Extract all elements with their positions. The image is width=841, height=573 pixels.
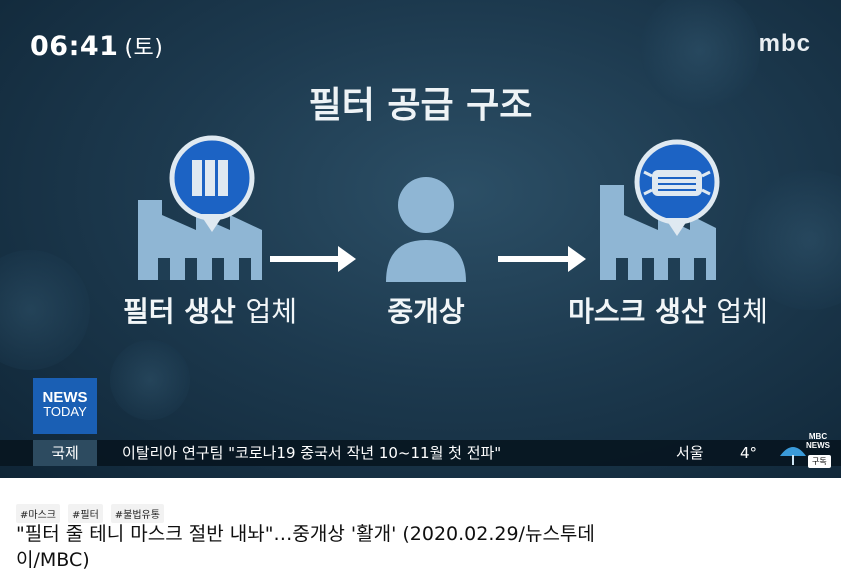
supply-diagram [138,135,720,282]
subscribe-watermark[interactable]: MBC NEWS 구독 [778,430,834,470]
subscribe-button[interactable]: 구독 [808,455,831,468]
node-label-bold: 필터 생산 [122,295,236,328]
umbrella-icon [780,447,806,465]
weather-temperature: 4° [740,444,758,462]
ticker-headline: 이탈리아 연구팀 "코로나19 중국서 작년 10~11월 첫 전파" [122,444,502,462]
broadcast-clock: 06:41(토) [30,30,163,62]
video-player[interactable]: 06:41(토) mbc 필터 공급 구조 [0,0,841,478]
mask-pin-icon [634,139,720,236]
arrow-right-icon [498,246,586,272]
node-label-broker: 중개상 [356,290,496,330]
node-label-bold: 마스크 생산 [568,295,707,328]
node-label-mask-maker: 마스크 생산 업체 [548,290,788,330]
weather-city: 서울 [676,444,704,462]
virus-decoration [110,340,190,420]
hashtag-link[interactable]: #마스크 [16,504,60,523]
video-title: "필터 줄 테니 마스크 절반 내놔"…중개상 '활개' (2020.02.29… [16,523,595,571]
hashtag-link[interactable]: #불법유통 [110,504,164,523]
node-label-bold: 중개상 [387,295,465,328]
hashtag-link[interactable]: #필터 [67,504,103,523]
virus-decoration [640,0,760,110]
news-badge-line2: TODAY [43,404,87,419]
news-ticker: 국제 이탈리아 연구팀 "코로나19 중국서 작년 10~11월 첫 전파" 서… [0,440,841,466]
node-label-light: 업체 [245,295,298,328]
clock-time: 06:41 [30,31,119,62]
mbc-news-mini-logo: MBC NEWS [806,432,830,450]
node-label-filter-maker: 필터 생산 업체 [110,290,310,330]
arrow-right-icon [270,246,356,272]
news-today-badge: NEWS TODAY [33,378,97,434]
factory-mask-icon [600,185,716,280]
news-badge-line1: NEWS [42,389,88,406]
clock-day: (토) [124,36,164,61]
node-label-light: 업체 [716,295,768,328]
person-icon [386,177,466,282]
hashtag-list: #마스크 #필터 #불법유통 [16,504,164,523]
factory-filter-icon [138,200,262,280]
channel-logo: mbc [758,30,811,57]
filter-pin-icon [169,135,255,232]
slide-title: 필터 공급 구조 [308,85,533,126]
ticker-category: 국제 [33,440,97,466]
mini-logo-line2: NEWS [806,441,830,450]
virus-decoration [740,170,841,310]
mini-logo-line1: MBC [808,432,828,441]
